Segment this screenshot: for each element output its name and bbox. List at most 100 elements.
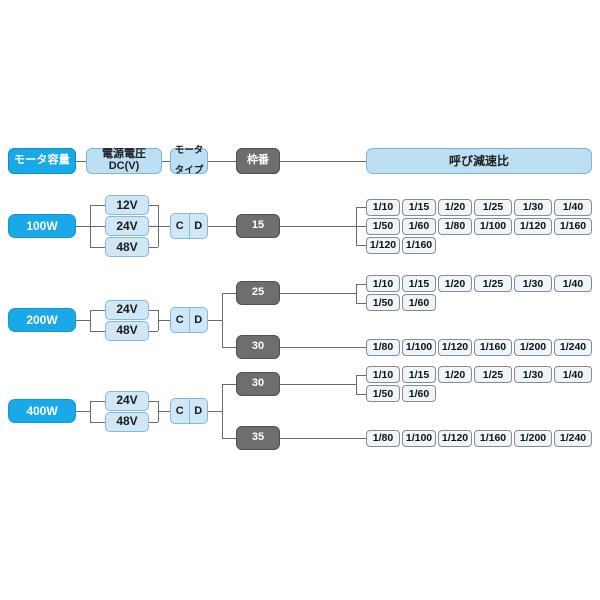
ratio-chip-1-240: 1/240 (554, 429, 592, 447)
frame-bus-400W (222, 384, 223, 438)
ratio-chip-1-40: 1/40 (554, 366, 592, 383)
voltage-out-200W-1 (149, 330, 158, 332)
ratio-chip-1-15: 1/15 (402, 198, 436, 216)
ratio-chip-1-160: 1/160 (474, 429, 512, 447)
voltage-in-400W-0 (90, 400, 105, 402)
frame-in-200W-25 (222, 293, 236, 294)
voltage-200W-48V: 48V (105, 320, 149, 341)
ratio-row-line-400W-30-0 (356, 374, 366, 376)
frame-in-400W-35 (222, 438, 236, 439)
header-frame-number: 枠番 (236, 148, 280, 174)
ratio-chip-1-25: 1/25 (474, 198, 512, 216)
ratio-row-line-400W-35-0 (356, 438, 366, 439)
ratio-bus-400W-30 (356, 374, 357, 394)
header-motor-capacity-label: モータ容量 (14, 154, 70, 167)
voltage-in-200W-0 (90, 309, 105, 311)
header-reduction-ratio: 呼び減速比 (366, 148, 592, 174)
ratio-chip-1-200: 1/200 (514, 338, 552, 356)
ratio-row-line-200W-25-1 (356, 302, 366, 304)
ratio-chip-1-10: 1/10 (366, 198, 400, 216)
header-link-4 (280, 161, 366, 162)
motor-type-C: C (175, 314, 184, 326)
voltage-bus-left-200W (90, 309, 91, 331)
ratio-chip-1-100: 1/100 (402, 338, 436, 356)
ratio-chip-1-120: 1/120 (438, 338, 472, 356)
ratio-chip-1-80: 1/80 (366, 338, 400, 356)
header-motor-type-label: モータ (174, 145, 204, 157)
header-supply-voltage: 電源電圧DC(V) (86, 148, 162, 174)
ratio-chip-1-20: 1/20 (438, 366, 472, 383)
ratio-chip-1-120: 1/120 (514, 217, 552, 235)
voltage-400W-48V: 48V (105, 411, 149, 432)
ratio-chip-1-160: 1/160 (554, 217, 592, 235)
ratio-chip-1-25: 1/25 (474, 275, 512, 292)
voltage-100W-48V: 48V (105, 237, 149, 257)
frame-bus-in-100W (208, 226, 222, 227)
ratio-chip-1-200: 1/200 (514, 429, 552, 447)
motor-type-C: C (175, 405, 184, 417)
frame-bus-in-200W (208, 320, 222, 321)
header-supply-voltage-label: 電源電圧DC(V) (102, 148, 146, 172)
frame-400W-35: 35 (236, 426, 280, 450)
ratio-feed-400W-35 (280, 438, 356, 439)
ratio-feed-200W-30 (280, 347, 356, 348)
ratio-chip-1-50: 1/50 (366, 385, 400, 402)
ratio-chip-1-20: 1/20 (438, 275, 472, 292)
ratio-chip-1-30: 1/30 (514, 275, 552, 292)
voltage-in-100W-0 (90, 205, 105, 206)
ratio-chip-1-50: 1/50 (366, 217, 400, 235)
header-link-2 (162, 161, 170, 162)
header-motor-type: モータタイプ (170, 145, 208, 175)
voltage-out-100W-2 (149, 247, 158, 248)
frame-in-400W-30 (222, 384, 236, 385)
power-200W: 200W (8, 308, 76, 332)
ratio-chip-1-100: 1/100 (402, 429, 436, 447)
header-link-3 (208, 161, 236, 162)
power-400W: 400W (8, 399, 76, 423)
ratio-chip-1-60: 1/60 (402, 217, 436, 235)
cd-in-100W (158, 226, 170, 227)
motor-type-divider (188, 399, 190, 423)
frame-in-100W-15 (222, 226, 236, 227)
voltage-in-200W-1 (90, 330, 105, 332)
ratio-chip-1-40: 1/40 (554, 198, 592, 216)
ratio-chip-1-30: 1/30 (514, 198, 552, 216)
frame-bus-in-400W (208, 411, 222, 412)
voltage-in-100W-1 (90, 226, 105, 227)
header-link-1 (76, 161, 86, 162)
voltage-out-100W-1 (149, 226, 158, 227)
voltage-bus-left-400W (90, 400, 91, 422)
frame-100W-15: 15 (236, 214, 280, 238)
ratio-chip-1-120: 1/120 (438, 429, 472, 447)
ratio-feed-100W-15 (280, 226, 356, 227)
ratio-chip-1-15: 1/15 (402, 366, 436, 383)
ratio-row-line-200W-30-0 (356, 347, 366, 348)
frame-200W-30: 30 (236, 335, 280, 359)
voltage-out-400W-1 (149, 421, 158, 423)
voltage-in-100W-2 (90, 247, 105, 248)
ratio-chip-1-25: 1/25 (474, 366, 512, 383)
ratio-chip-1-10: 1/10 (366, 366, 400, 383)
frame-bus-200W (222, 293, 223, 347)
ratio-chip-1-50: 1/50 (366, 294, 400, 311)
voltage-200W-24V: 24V (105, 299, 149, 320)
ratio-chip-1-60: 1/60 (402, 294, 436, 311)
ratio-chip-1-80: 1/80 (438, 217, 472, 235)
ratio-chip-1-240: 1/240 (554, 338, 592, 356)
power-100W: 100W (8, 214, 76, 238)
ratio-chip-1-20: 1/20 (438, 198, 472, 216)
voltage-out-400W-0 (149, 400, 158, 402)
voltage-400W-24V: 24V (105, 390, 149, 411)
cd-in-200W (158, 320, 170, 321)
cd-in-400W (158, 411, 170, 412)
voltage-100W-12V: 12V (105, 195, 149, 215)
voltage-out-200W-0 (149, 309, 158, 311)
motor-type-divider (188, 214, 190, 238)
power-bus-400W (76, 411, 90, 412)
header-reduction-ratio-label: 呼び減速比 (448, 153, 509, 168)
voltage-out-100W-0 (149, 205, 158, 206)
header-frame-number-label: 枠番 (247, 154, 269, 167)
